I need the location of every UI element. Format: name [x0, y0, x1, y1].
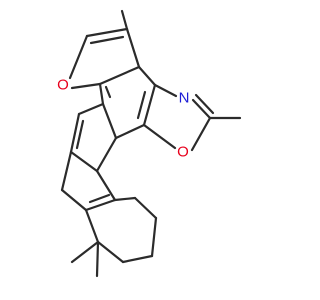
ring-c-double-inner — [136, 90, 147, 120]
ring-c-bond-1 — [137, 65, 157, 87]
furan-double-bond-inner — [89, 35, 125, 45]
furan-bond-o-c2 — [68, 34, 89, 80]
ring-sat-bond-2 — [133, 196, 158, 220]
furan-bond-c2-c3 — [85, 27, 129, 38]
ring-c-bond-4 — [101, 102, 118, 140]
atom-label-oxazole-nitrogen: N — [179, 90, 190, 107]
ring-b-double-inner — [75, 119, 85, 150]
oxazole-bond-n-c2 — [191, 98, 212, 120]
ring-a-bond-1 — [60, 150, 73, 192]
gem-methyl-bond-1 — [70, 240, 100, 264]
gem-methyl-bond-2 — [95, 240, 100, 278]
ring-b-bond-1 — [77, 102, 105, 116]
furan-bond-c3-c3a — [125, 27, 141, 69]
oxazole-bond-o-c — [142, 123, 177, 150]
bond-lines — [60, 9, 242, 278]
ring-a-bond-4 — [95, 169, 117, 202]
atom-label-furan-oxygen: O — [57, 77, 69, 94]
ring-c-double-inner-2 — [104, 85, 112, 99]
ring-b-bond-2 — [69, 112, 81, 154]
methyl-bond-furan — [120, 9, 129, 31]
ring-sat-bond-6 — [84, 208, 100, 244]
ring-b-bond-3 — [69, 150, 99, 173]
ring-c-bond-3 — [114, 123, 146, 140]
molecule-structure: O N O — [57, 9, 242, 278]
oxazole-bond-c2-o — [190, 116, 212, 152]
ring-c-bond-5 — [98, 82, 105, 106]
ring-c-bond-2 — [142, 83, 157, 127]
ring-a-bond-3 — [84, 198, 117, 212]
ring-b-bond-4 — [95, 136, 118, 173]
ring-a-bond-2 — [60, 188, 88, 212]
ring-a-double-inner — [88, 193, 111, 204]
ring-sat-bond-4 — [121, 254, 154, 264]
furan-bond-c7a-o — [70, 82, 102, 90]
ring-sat-bond-1 — [113, 196, 137, 202]
atom-labels: O N O — [57, 77, 189, 161]
oxazole-bond-c-n — [153, 83, 178, 98]
furan-bond-c3a-c7a — [98, 65, 141, 86]
ring-sat-bond-3 — [150, 216, 158, 258]
ring-sat-bond-5 — [96, 240, 125, 264]
oxazole-double-n-c2 — [194, 93, 215, 115]
atom-label-oxazole-oxygen: O — [177, 144, 189, 161]
